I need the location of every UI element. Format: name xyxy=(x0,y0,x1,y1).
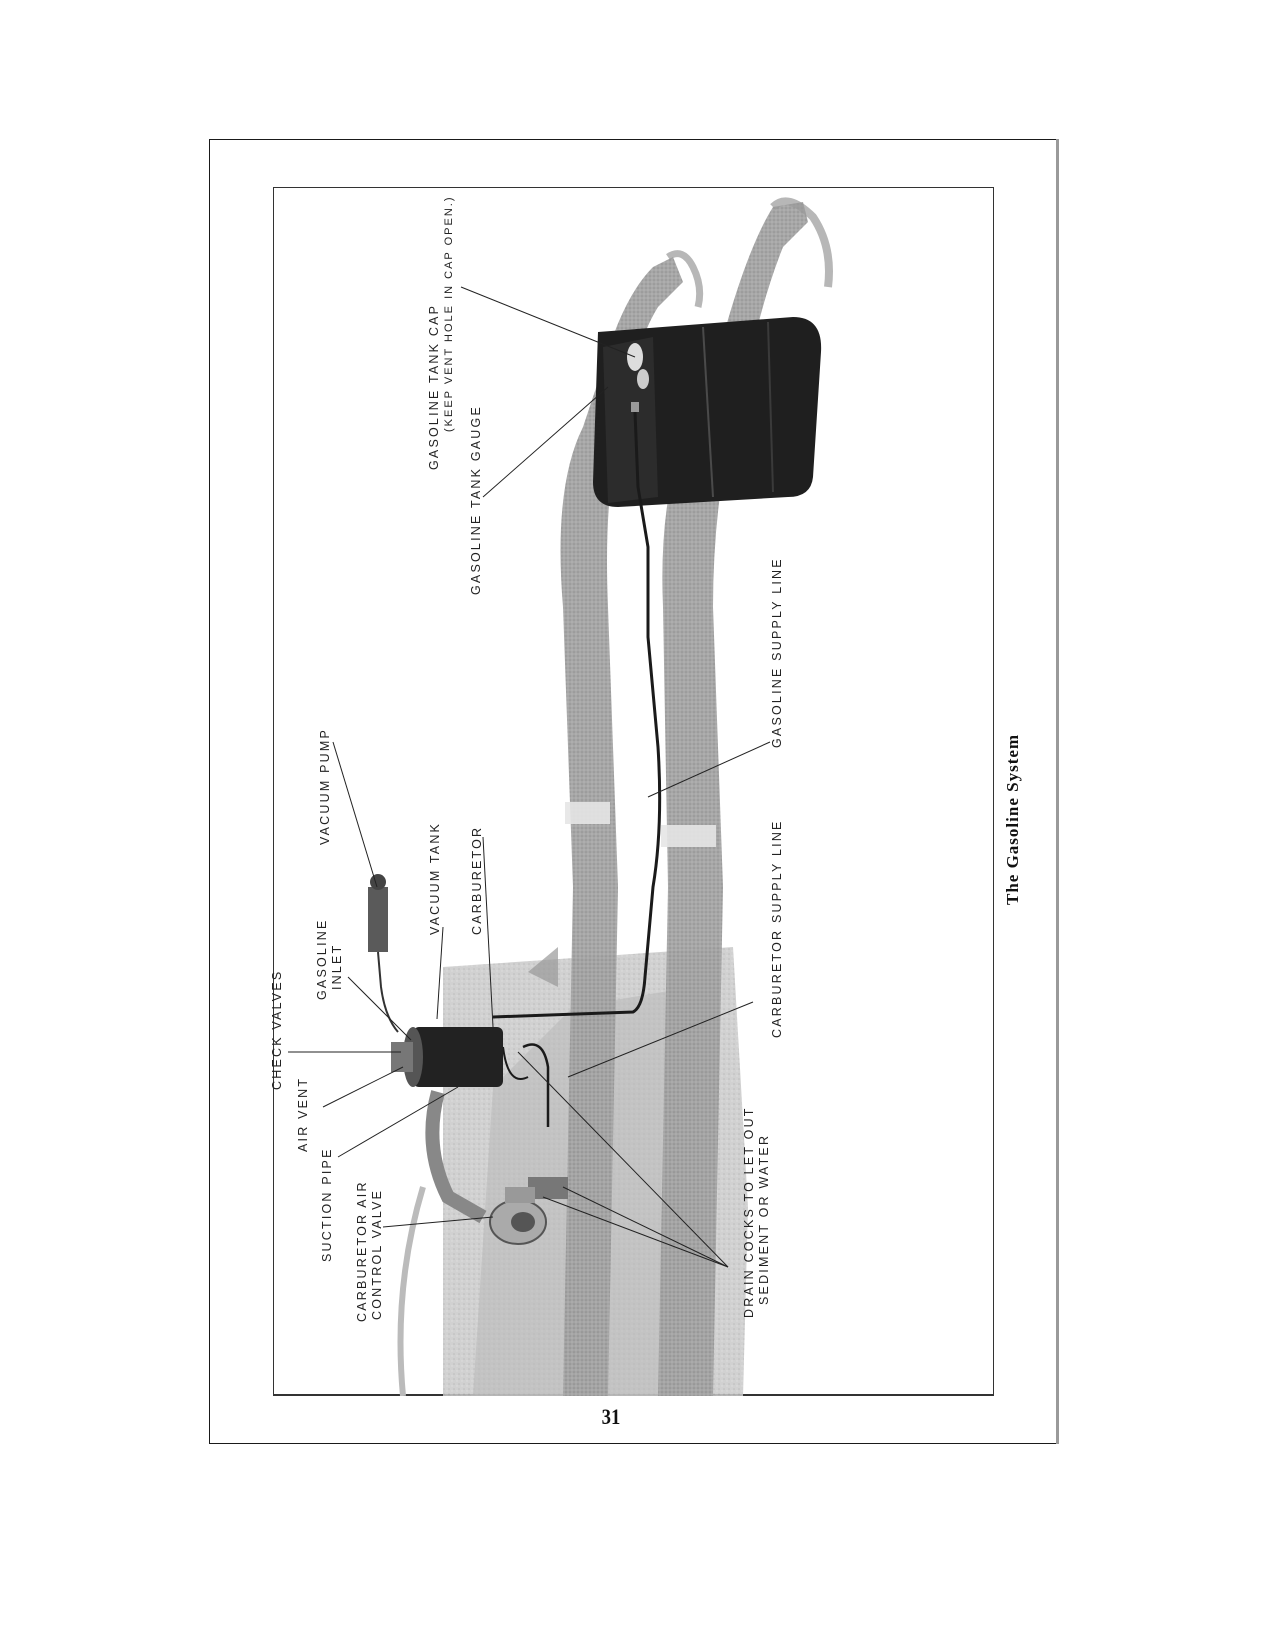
label-gasoline-tank-gauge: GASOLINE TANK GAUGE xyxy=(469,405,483,595)
gasoline-system-illustration xyxy=(288,197,833,1396)
fuel-lines xyxy=(492,411,662,1127)
label-gasoline-tank-cap: GASOLINE TANK CAP xyxy=(427,303,441,470)
label-gasoline-inlet-line2: INLET xyxy=(330,943,344,990)
label-drain-cocks-line1: DRAIN COCKS TO LET OUT xyxy=(742,1106,756,1318)
label-vacuum-pump: VACUUM PUMP xyxy=(318,727,332,845)
carburetor-assembly xyxy=(397,1090,568,1396)
figure-caption: The Gasoline System xyxy=(1003,733,1022,905)
label-gasoline-supply-line: GASOLINE SUPPLY LINE xyxy=(770,557,784,748)
vacuum-pump xyxy=(368,874,399,1033)
gasoline-tank xyxy=(593,317,822,507)
page-number: 31 xyxy=(601,1404,621,1429)
label-gasoline-tank-cap-note: (KEEP VENT HOLE IN CAP OPEN.) xyxy=(443,195,455,433)
label-vacuum-tank: VACUUM TANK xyxy=(428,821,442,935)
label-carburetor-air-line2: CONTROL VALVE xyxy=(370,1188,384,1320)
label-air-vent: AIR VENT xyxy=(296,1076,310,1152)
label-drain-cocks-line2: SEDIMENT OR WATER xyxy=(757,1133,771,1305)
vacuum-tank xyxy=(391,1027,503,1087)
label-carburetor-supply-line: CARBURETOR SUPPLY LINE xyxy=(770,819,784,1038)
page-edge-shadow xyxy=(1056,139,1059,1444)
label-carburetor-air-line1: CARBURETOR AIR xyxy=(355,1180,369,1322)
label-carburetor: CARBURETOR xyxy=(470,825,484,935)
label-check-valves: CHECK VALVES xyxy=(270,969,284,1090)
leader-lines xyxy=(288,286,771,1268)
label-suction-pipe: SUCTION PIPE xyxy=(320,1147,334,1262)
label-gasoline-inlet-line1: GASOLINE xyxy=(315,918,329,1000)
